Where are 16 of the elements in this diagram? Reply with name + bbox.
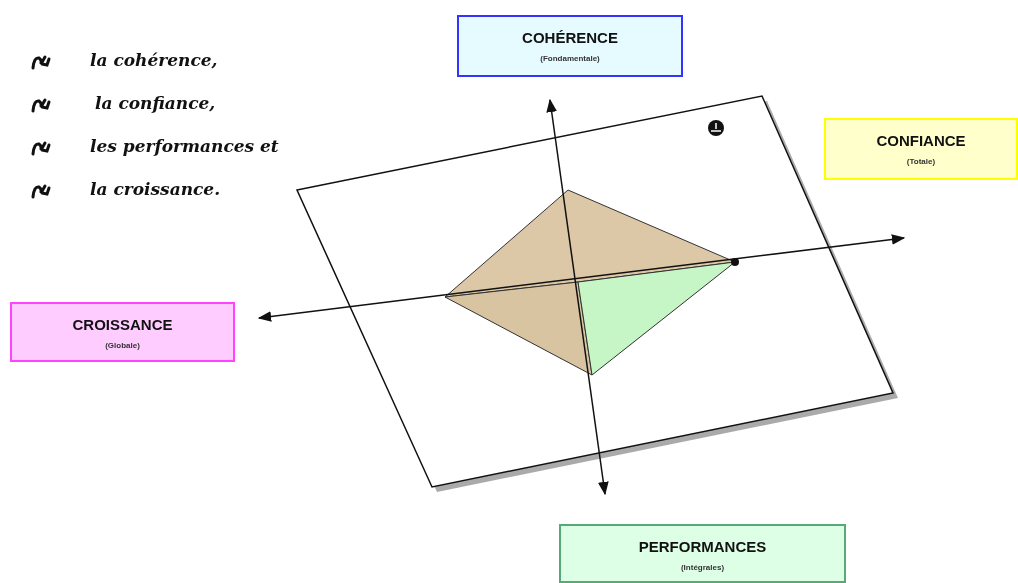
heading: CROISSANCE xyxy=(72,316,173,333)
subheading: (Globale) xyxy=(105,341,140,350)
list-item: les performances et xyxy=(90,136,279,156)
list-item: la cohérence, xyxy=(90,50,218,70)
list-item: la croissance. xyxy=(90,179,221,199)
axis-label-box xyxy=(457,15,683,77)
list-item: la confiance, xyxy=(95,93,216,113)
axis-label-box xyxy=(559,524,846,583)
heading: COHÉRENCE xyxy=(522,29,618,46)
heading: PERFORMANCES xyxy=(638,538,767,555)
axis-label-box xyxy=(824,118,1018,180)
subheading: (Fondamentale) xyxy=(540,54,600,63)
subheading: (Totale) xyxy=(906,157,936,166)
subheading: (Intégrales) xyxy=(680,563,725,572)
heading: CONFIANCE xyxy=(876,132,966,149)
axis-label-box xyxy=(10,302,235,362)
